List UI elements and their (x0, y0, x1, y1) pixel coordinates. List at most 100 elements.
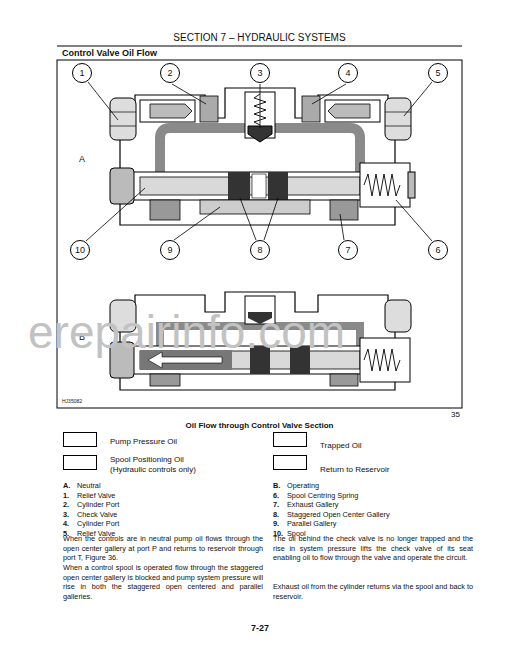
figure-caption: Oil Flow through Control Valve Section (57, 421, 462, 431)
valve-body (385, 300, 411, 332)
callout-text: 4 (345, 69, 350, 78)
spring-housing (364, 174, 400, 196)
leader-line (86, 82, 432, 241)
figure-code: HJ35082 (62, 398, 112, 404)
legend-text: Pump Pressure Oil (110, 437, 250, 447)
legend-text: Trapped Oil (320, 441, 460, 451)
relief-valve-cap (110, 98, 411, 140)
callout-text: 2 (167, 69, 172, 78)
spring-housing (360, 163, 410, 207)
key-text: Check Valve (77, 510, 257, 519)
lower-galleries (330, 200, 358, 220)
key-text: Staggered Open Center Gallery (287, 510, 467, 519)
legend-swatch (63, 455, 97, 470)
callout-number: 6 (428, 240, 448, 260)
valve-body (120, 88, 395, 225)
figure-number: 35 (430, 410, 460, 420)
relief-valve-cap (110, 98, 136, 140)
spring-housing (360, 163, 415, 207)
key-text: Operating (287, 481, 467, 490)
callout-number: 1 (72, 63, 92, 83)
callout-text: 9 (167, 246, 172, 255)
callout-text: 6 (435, 246, 440, 255)
body-text: The oil behind the check valve is no lon… (273, 534, 473, 563)
spool-bore (364, 349, 400, 371)
leader-line (240, 198, 256, 240)
key-number: 4. (63, 519, 77, 528)
key-text: Cylinder Port (77, 519, 257, 528)
spool-bore (330, 374, 358, 386)
lower-galleries (150, 200, 180, 220)
pressure-gallery (140, 100, 195, 122)
lower-galleries (200, 200, 310, 214)
key-number: 2. (63, 500, 77, 509)
callout-number: 3 (250, 63, 270, 83)
leader-line (396, 200, 432, 241)
watermark: erepairinfo.com (28, 304, 468, 362)
callout-number: 10 (70, 240, 90, 260)
key-number: B. (273, 481, 287, 490)
key-number: A. (63, 481, 77, 490)
spool-bore (252, 174, 266, 198)
spool-bore (360, 338, 410, 382)
leader-line (340, 214, 344, 240)
leader-line (88, 82, 118, 120)
callout-text: 5 (435, 69, 440, 78)
legend-text: Spool Positioning Oil (Hydraulic control… (110, 455, 220, 475)
body-text: When the controls are in neutral pump oi… (63, 534, 263, 563)
leader-line (174, 207, 220, 240)
spool-bore (125, 172, 395, 200)
key-number: 7. (273, 500, 287, 509)
key-text: Exhaust Gallery (287, 500, 467, 509)
spool-bore (228, 172, 250, 200)
valve-body (120, 88, 395, 225)
body-text: When a control spool is operated flow th… (63, 563, 263, 601)
callout-text: 7 (345, 246, 350, 255)
key-text: Parallel Gallery (287, 519, 467, 528)
callout-number: 8 (250, 240, 270, 260)
relief-valve-cap (110, 112, 136, 113)
key-number: 1. (63, 491, 77, 500)
callout-text: 8 (257, 246, 262, 255)
key-number: 9. (273, 519, 287, 528)
spring-housing (408, 172, 415, 198)
spool-bore (150, 374, 180, 386)
callout-text: 10 (75, 246, 85, 255)
legend-swatch (273, 432, 307, 447)
key-number: 6. (273, 491, 287, 500)
leader-line (86, 188, 145, 241)
relief-valve-cap (385, 126, 411, 127)
legend-swatch (63, 432, 97, 447)
page-number: 7-27 (230, 623, 290, 634)
leader-line (264, 198, 278, 240)
key-number: 3. (63, 510, 77, 519)
spool-bore (268, 172, 288, 200)
key-text: Neutral (77, 481, 257, 490)
leader-line (172, 84, 206, 104)
leader-line (404, 82, 432, 116)
key-number: 8. (273, 510, 287, 519)
cylinder-port (200, 96, 218, 122)
view-letter: A (79, 154, 91, 165)
header-rule (57, 46, 462, 47)
cylinder-port (302, 96, 320, 122)
check-valve (248, 126, 272, 142)
key-text: Relief Valve (77, 491, 257, 500)
key-text: Cylinder Port (77, 500, 257, 509)
callout-number: 7 (338, 240, 358, 260)
leader-line (312, 84, 346, 104)
end-cap (110, 168, 134, 204)
section-heading: Control Valve Oil Flow (62, 48, 262, 59)
header-rule (57, 46, 462, 47)
callout-number: 9 (160, 240, 180, 260)
page-header: SECTION 7 – HYDRAULIC SYSTEMS (57, 32, 462, 45)
callout-text: 1 (79, 69, 84, 78)
lower-galleries (150, 200, 358, 220)
end-cap (110, 168, 134, 204)
leader-line (260, 84, 261, 128)
pressure-gallery (325, 100, 380, 122)
relief-valve-cap (110, 126, 136, 127)
pressure-gallery (328, 104, 370, 118)
relief-valve-cap (385, 98, 411, 140)
